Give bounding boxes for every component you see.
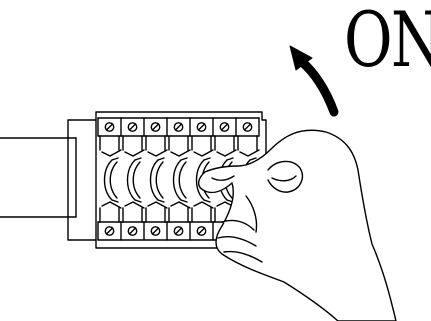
breaker-toggle — [122, 135, 145, 223]
screw-terminal-icon — [150, 122, 161, 132]
screw-terminal-icon — [242, 122, 253, 132]
hand — [198, 129, 397, 321]
on-arrow-icon — [289, 45, 339, 117]
screw-terminal-icon — [196, 226, 207, 236]
screw-terminal-icon — [173, 226, 184, 236]
breaker-toggle — [145, 135, 168, 223]
top-terminal-row — [97, 117, 260, 137]
breaker-toggle — [99, 135, 122, 223]
breaker-toggle — [191, 135, 214, 223]
breaker-toggle — [168, 135, 191, 223]
screw-terminal-icon — [104, 122, 115, 132]
screw-terminal-icon — [150, 226, 161, 236]
screw-terminal-icon — [196, 122, 207, 132]
screw-terminal-icon — [127, 226, 138, 236]
screw-terminal-icon — [104, 226, 115, 236]
on-label: ON — [344, 0, 431, 84]
cable-conduit — [0, 137, 77, 218]
screw-terminal-icon — [127, 122, 138, 132]
screw-terminal-icon — [173, 122, 184, 132]
screw-terminal-icon — [219, 122, 230, 132]
